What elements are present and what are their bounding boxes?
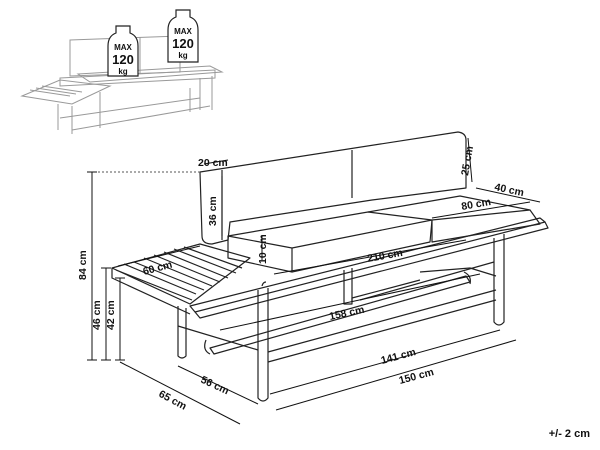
dim-table-width: 60 cm [142,259,174,278]
dim-cushion-thickness: 10 cm [257,234,269,264]
thumbnail-sofa [20,35,224,134]
dim-table-height: 42 cm [105,300,117,330]
dim-back-cushion: 36 cm [207,196,219,226]
weight-badge-max: MAX [114,43,132,52]
weight-badge-value: 120 [172,36,194,51]
dim-depth: 65 cm [157,388,189,413]
dim-seat-width: 80 cm [460,196,491,213]
tolerance-note: +/- 2 cm [548,428,590,440]
dim-seat-depth: 20 cm [198,157,228,169]
weight-badge-right: MAX 120 kg [167,9,199,63]
weight-badge-left: MAX 120 kg [107,25,139,77]
dim-total-height: 84 cm [77,250,89,280]
dim-total-width-top: 210 cm [366,247,403,265]
dim-bench-width: 158 cm [328,304,365,323]
weight-badge-unit: kg [178,51,187,60]
dim-back-height: 25 cm [459,145,476,176]
dim-frame-length: 141 cm [380,346,418,367]
weight-badge-unit: kg [118,67,127,76]
dim-inner-leg: 56 cm [199,374,231,397]
dim-arm-depth: 40 cm [493,181,525,199]
dimension-lines [87,137,541,425]
dim-seat-height: 46 cm [91,300,103,330]
weight-badge-value: 120 [112,52,134,67]
main-sofa [111,131,549,402]
weight-badge-max: MAX [174,27,192,36]
